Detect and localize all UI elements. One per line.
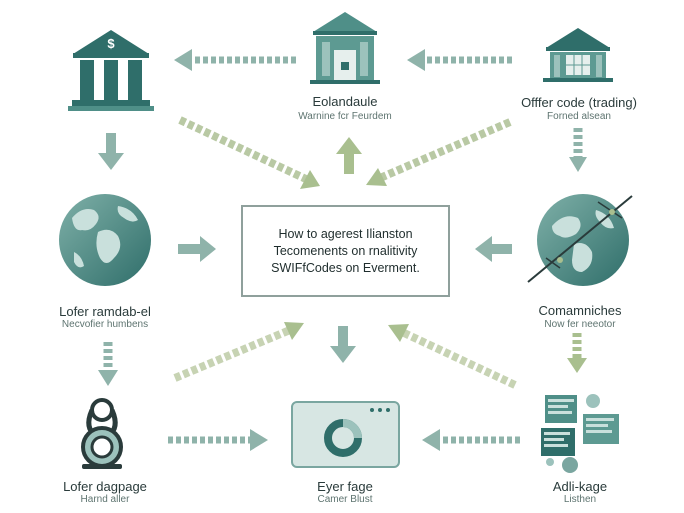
mid-right-title: Comamniches [538, 303, 622, 318]
bank-dollar-icon: $ [68, 30, 154, 111]
arrow-topleft-down [98, 133, 124, 170]
arrow-botleft-to-center [173, 322, 304, 382]
mid-left-title: Lofer ramdab-el [59, 304, 151, 319]
arrow-midleft-to-center [178, 236, 216, 262]
globe-icon [59, 194, 151, 286]
arrow-midright-down [567, 333, 587, 373]
bot-left-title: Lofer dagpage [63, 479, 147, 494]
arrow-topright-down [569, 128, 587, 172]
arrow-center-down [330, 326, 356, 363]
top-right-title: Offfer code (trading) [521, 95, 637, 110]
globe-network-icon [527, 194, 633, 286]
screen-chart-icon [291, 401, 400, 468]
center-line-3: SWIFfCodes on Everment. [271, 260, 420, 275]
arrow-topright-to-topmid [407, 49, 512, 71]
key-lock-icon [81, 398, 123, 469]
arrow-topmid-to-topleft [174, 49, 296, 71]
mid-right-subtitle: Now fer neeotor [544, 319, 616, 330]
arrow-midleft-down [98, 342, 118, 386]
svg-text:$: $ [107, 36, 115, 51]
bot-right-subtitle: Listhen [563, 494, 597, 505]
arrow-botright-to-center [388, 324, 517, 389]
bot-right-title: Adli-kage [552, 479, 608, 494]
center-topic-box: How to agerest Ilianston Tecomenents on … [241, 205, 450, 297]
mid-left-subtitle: Necvofier humbens [61, 319, 149, 330]
center-line-1: How to agerest Ilianston [278, 226, 413, 241]
bot-mid-subtitle: Camer Blust [317, 494, 373, 505]
arrow-midright-to-center [475, 236, 512, 262]
top-mid-title: Eolandaule [312, 94, 378, 109]
arrow-topleft-to-center [178, 116, 320, 189]
arrow-botleft-to-botmid [168, 429, 268, 451]
bank-building-icon [310, 12, 380, 84]
top-right-subtitle: Forned alsean [547, 111, 611, 122]
top-mid-subtitle: Warnine fcr Feurdem [298, 111, 392, 122]
arrow-botright-to-botmid [422, 429, 520, 451]
arrow-topright-to-center [366, 118, 512, 186]
bot-mid-title: Eyer fage [317, 479, 373, 494]
center-line-2: Tecomenents on rnalitivity [273, 243, 418, 258]
bank-small-icon [543, 28, 613, 82]
cubes-icon [541, 394, 619, 473]
arrow-topmid-up [336, 137, 362, 174]
bot-left-subtitle: Harnd aller [80, 494, 130, 505]
